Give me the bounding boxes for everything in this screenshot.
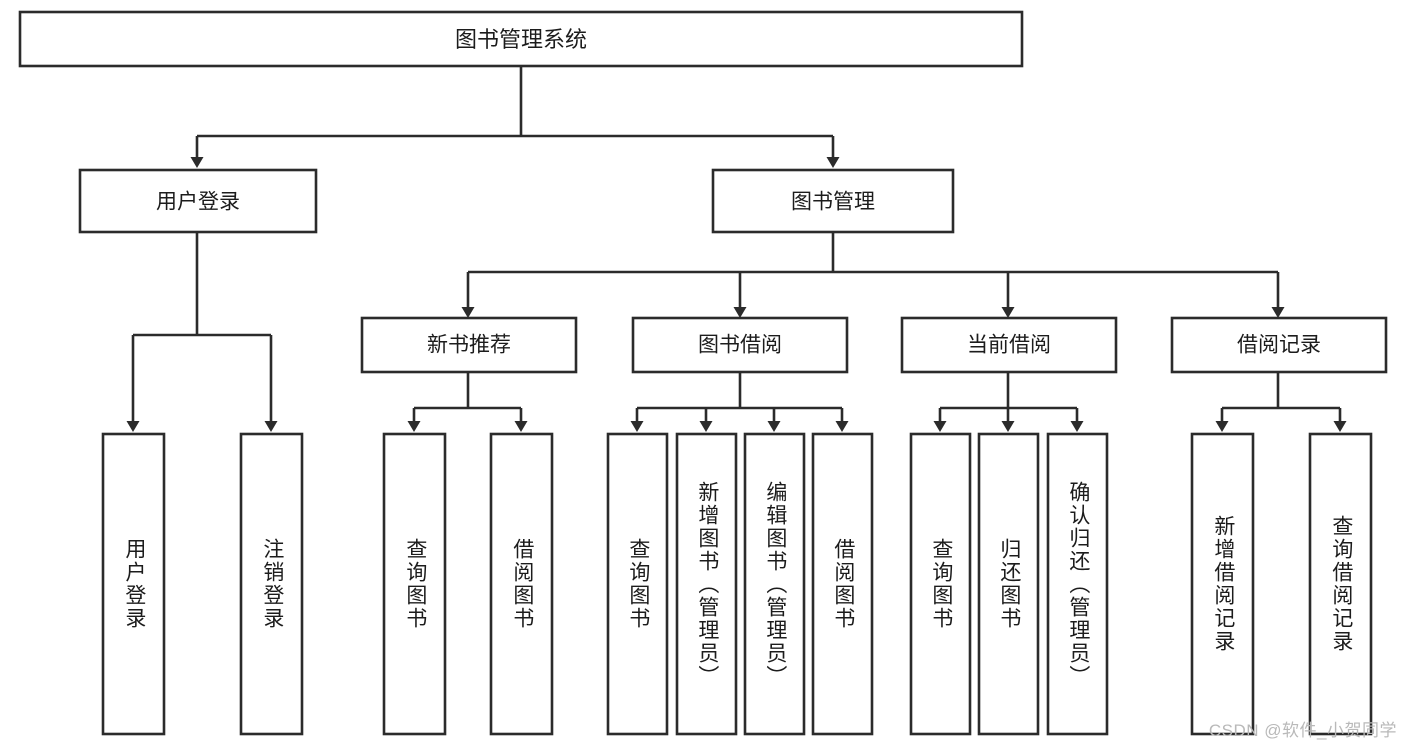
leaf-add-book-admin[interactable] — [675, 432, 738, 736]
node-current-borrowing[interactable] — [900, 316, 1118, 374]
leaf-edit-book-admin[interactable] — [743, 432, 806, 736]
root-node-library-management-system[interactable] — [18, 10, 1024, 68]
leaf-query-book-2[interactable] — [606, 432, 669, 736]
node-book-borrowing[interactable] — [631, 316, 849, 374]
leaf-confirm-return-admin[interactable] — [1046, 432, 1109, 736]
csdn-watermark: CSDN @软件_小贺同学 — [1208, 721, 1397, 740]
connector-current-borrowing-to-leaves — [933, 372, 1084, 432]
node-book-management[interactable] — [711, 168, 955, 234]
leaf-user-login[interactable] — [101, 432, 166, 736]
root-node-label: 图书管理系统 — [455, 27, 587, 52]
leaf-logout[interactable] — [239, 432, 304, 736]
node-new-book-recommendation[interactable] — [360, 316, 578, 374]
connector-book-borrowing-to-leaves — [630, 372, 849, 432]
node-user-login[interactable] — [78, 168, 318, 234]
leaf-query-borrow-record[interactable] — [1308, 432, 1373, 736]
node-book-borrowing-label: 图书借阅 — [698, 334, 782, 357]
node-current-borrowing-label: 当前借阅 — [967, 334, 1051, 357]
leaf-query-book-1[interactable] — [382, 432, 447, 736]
leaf-borrow-book-2[interactable] — [811, 432, 874, 736]
node-new-book-recommendation-label: 新书推荐 — [427, 334, 511, 357]
connector-root-to-level2 — [190, 66, 840, 168]
connector-user-login-to-leaves — [126, 232, 278, 432]
connector-book-management-to-level3 — [461, 232, 1285, 318]
node-book-management-label: 图书管理 — [791, 191, 875, 214]
node-borrowing-records-label: 借阅记录 — [1237, 334, 1321, 357]
node-user-login-label: 用户登录 — [156, 191, 240, 214]
leaf-borrow-book-1[interactable] — [489, 432, 554, 736]
leaf-query-book-3[interactable] — [909, 432, 972, 736]
node-borrowing-records[interactable] — [1170, 316, 1388, 374]
connector-borrowing-records-to-leaves — [1215, 372, 1347, 432]
leaf-add-borrow-record[interactable] — [1190, 432, 1255, 736]
connector-new-book-to-leaves — [407, 372, 528, 432]
leaf-return-book[interactable] — [977, 432, 1040, 736]
